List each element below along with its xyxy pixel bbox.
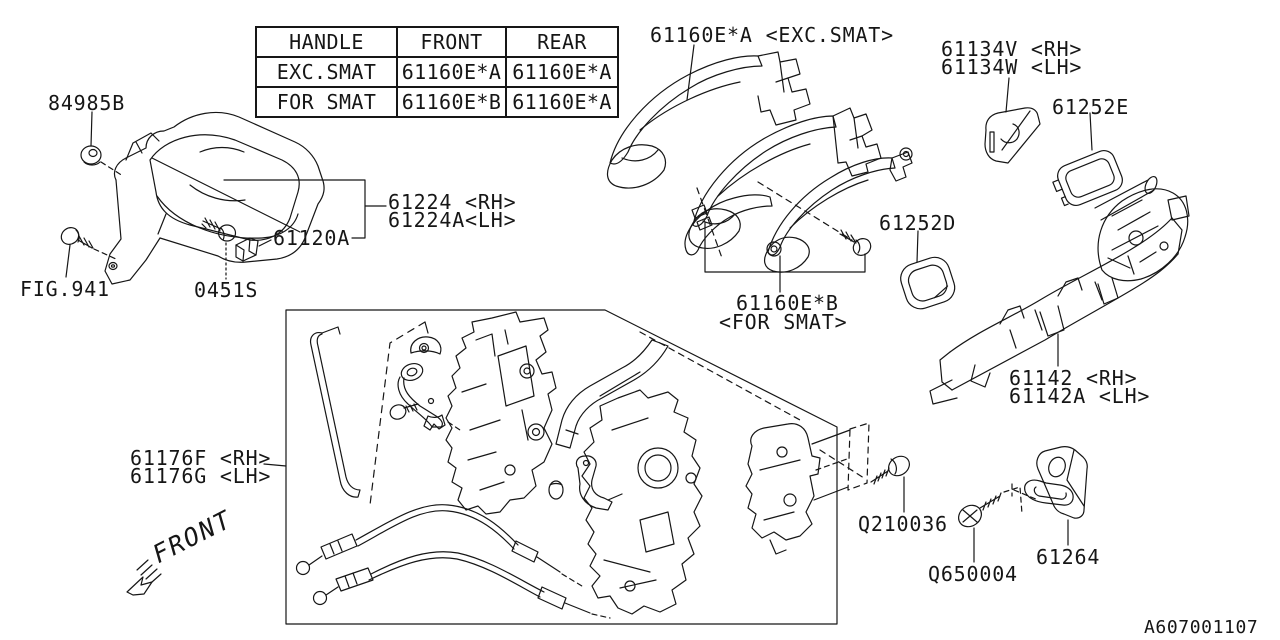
table-header-handle: HANDLE (257, 28, 398, 58)
label-61120a: 61120A (273, 226, 351, 250)
screw-0451s-drawing (201, 217, 237, 280)
handle-parts-table: HANDLE FRONT REAR EXC.SMAT 61160E*A 6116… (255, 26, 619, 118)
label-q650004: Q650004 (928, 562, 1018, 586)
label-61176f: 61176F <RH> (130, 446, 272, 470)
gasket-61252d-drawing (900, 256, 956, 310)
label-61224-rh: 61224 <RH> (388, 190, 517, 214)
label-61134v: 61134V <RH> (941, 37, 1083, 61)
label-q210036: Q210036 (858, 512, 948, 536)
striker-61264-drawing (1011, 446, 1088, 546)
grommet-drawing (80, 111, 124, 177)
label-61134w: 61134W <LH> (941, 55, 1083, 79)
diagram-code: A607001107 (1144, 617, 1259, 638)
label-84985b: 84985B (48, 91, 126, 115)
label-0451s: 0451S (194, 278, 259, 302)
table-cell: 61160E*B (398, 88, 507, 116)
label-fig941: FIG.941 (20, 277, 110, 301)
label-61224-lh: 61224A<LH> (388, 208, 517, 232)
leader-61252e (1089, 112, 1093, 151)
label-61252e: 61252E (1052, 95, 1130, 119)
cover-61134-drawing (984, 77, 1041, 164)
label-61176g: 61176G <LH> (130, 464, 272, 488)
screw-q650004-drawing (958, 486, 1023, 563)
table-cell: FOR SMAT (257, 88, 398, 116)
table-cell: 61160E*A (512, 90, 612, 114)
leader-61224 (223, 179, 387, 239)
label-61142-rh: 61142 <RH> (1009, 366, 1138, 390)
label-61142-lh: 61142A <LH> (1009, 384, 1151, 408)
label-61252d: 61252D (879, 211, 957, 235)
front-arrow-icon (126, 559, 162, 596)
inner-door-handle-drawing (104, 111, 325, 285)
table-header-front: FRONT (398, 28, 507, 58)
label-61264: 61264 (1036, 545, 1101, 569)
label-61160ea: 61160E*A <EXC.SMAT> (650, 23, 894, 47)
gasket-61252e-drawing (1052, 150, 1123, 207)
table-cell: EXC.SMAT (257, 58, 398, 88)
label-61160eb-note: <FOR SMAT> (719, 310, 848, 334)
screw-fig941-drawing (60, 227, 117, 278)
clip-61120a-drawing (235, 237, 272, 262)
latch-assembly-box (263, 309, 838, 625)
outer-handle-stack-drawing (606, 44, 913, 293)
table-cell: 61160E*A (507, 58, 617, 88)
leader-61252d (916, 230, 919, 263)
latch-frame-61142-drawing (929, 175, 1190, 405)
latch-assembly-contents (295, 311, 851, 619)
table-header-rear: REAR (507, 28, 617, 58)
table-cell: 61160E*A (398, 58, 507, 88)
label-61160eb: 61160E*B (736, 291, 839, 315)
screw-q210036-drawing (819, 422, 910, 513)
